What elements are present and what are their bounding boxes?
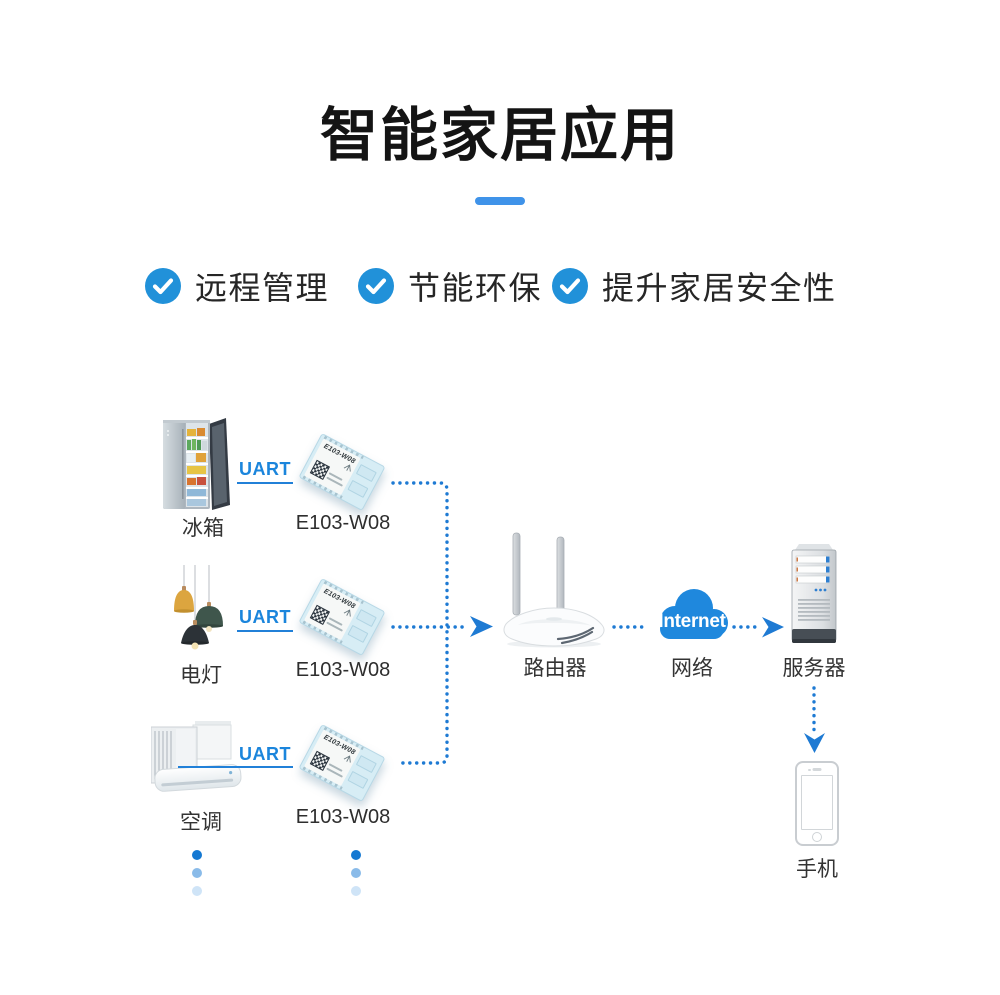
feature-label: 提升家居安全性 <box>602 270 837 306</box>
module-model-text: E103-W08 <box>322 442 357 466</box>
device-label-fridge: 冰箱 <box>182 517 224 540</box>
phone-speaker <box>812 768 822 771</box>
antenna-icon <box>343 609 351 617</box>
router-image <box>503 532 605 648</box>
check-icon <box>145 268 181 304</box>
arrow-to-server-icon <box>762 617 784 638</box>
server-image <box>791 544 837 643</box>
phone-camera <box>808 768 811 771</box>
module-label: E103-W08 <box>295 512 391 534</box>
server-label: 服务器 <box>782 657 846 680</box>
module-sticker: E103-W08 <box>303 583 361 641</box>
wifi-module-image: E103-W08 <box>298 724 386 802</box>
network-label: 网络 <box>671 657 713 680</box>
internet-cloud: Internet <box>649 585 735 643</box>
title-divider <box>475 197 525 205</box>
module-label: E103-W08 <box>295 659 391 681</box>
cloud-icon <box>660 589 728 639</box>
phone-image <box>795 761 839 846</box>
antenna-icon <box>343 464 351 472</box>
uart-link-label: UART <box>239 744 291 764</box>
arrow-to-router-icon <box>470 616 493 637</box>
module-model-text: E103-W08 <box>322 587 357 611</box>
device-label-ac: 空调 <box>180 811 222 834</box>
module-board: E103-W08 <box>298 433 386 511</box>
check-icon <box>552 268 588 304</box>
uart-link-label: UART <box>239 459 291 479</box>
feature-home-security: 提升家居安全性 <box>551 265 837 307</box>
arrow-to-phone-icon <box>804 733 825 753</box>
module-label: E103-W08 <box>295 806 391 828</box>
wifi-module-image: E103-W08 <box>298 578 386 656</box>
device-label-lamp: 电灯 <box>180 664 222 687</box>
antenna-icon <box>343 755 351 763</box>
internet-label: Internet <box>658 611 726 632</box>
router-label: 路由器 <box>523 657 587 680</box>
module-model-text: E103-W08 <box>322 733 357 757</box>
phone-label: 手机 <box>796 858 838 881</box>
check-icon <box>358 268 394 304</box>
module-sticker: E103-W08 <box>303 729 361 787</box>
phone-screen <box>801 775 833 830</box>
feature-label: 节能环保 <box>408 270 543 306</box>
feature-remote-management: 远程管理 <box>144 265 329 307</box>
page-title: 智能家居应用 <box>319 103 680 168</box>
feature-energy-saving: 节能环保 <box>357 265 542 307</box>
feature-label: 远程管理 <box>195 270 330 306</box>
module-board: E103-W08 <box>298 724 386 802</box>
lamp-image <box>174 565 223 650</box>
dotted-trunk-line <box>391 481 449 765</box>
module-board: E103-W08 <box>298 578 386 656</box>
air-conditioner-image <box>151 721 242 792</box>
fridge-image <box>163 418 230 510</box>
phone-home-button <box>812 831 822 842</box>
uart-link-label: UART <box>239 607 291 627</box>
more-modules-ellipsis <box>351 850 361 896</box>
wifi-module-image: E103-W08 <box>298 433 386 511</box>
more-devices-ellipsis <box>192 850 202 896</box>
module-sticker: E103-W08 <box>303 438 361 496</box>
